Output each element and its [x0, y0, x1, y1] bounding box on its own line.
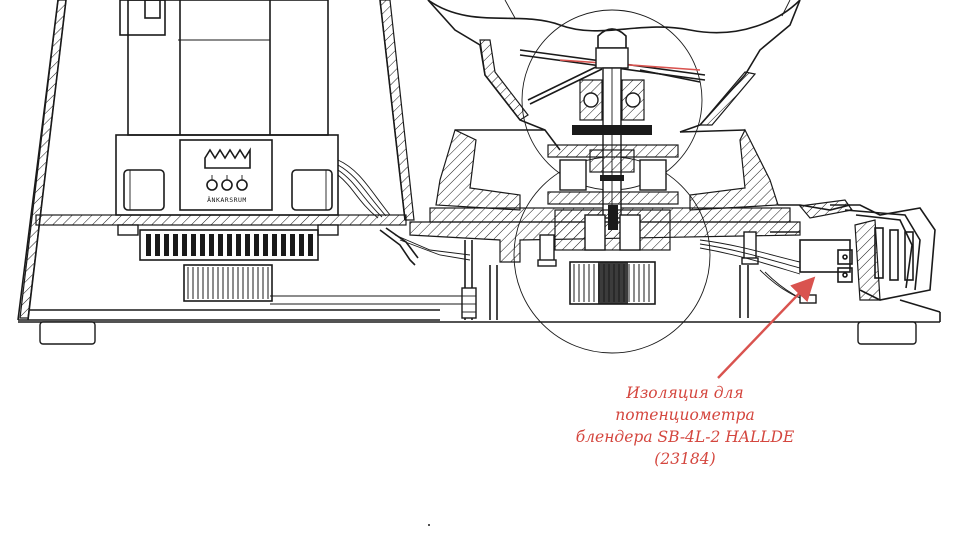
- stray-dot: [428, 524, 430, 526]
- potentiometer-assembly: [699, 199, 936, 304]
- fan-blade: [299, 234, 304, 256]
- fan-blade: [308, 234, 313, 256]
- fan-blade: [254, 234, 259, 256]
- motor: ÄNKARSRUM: [115, 0, 339, 216]
- fan-blade: [236, 234, 241, 256]
- callout-line: потенциометра: [615, 406, 755, 424]
- callout-line: (23184): [654, 450, 716, 468]
- fan-blade: [227, 234, 232, 256]
- callout-line: блендера SB-4L-2 HALLDE: [575, 428, 795, 446]
- fan-blade: [290, 234, 295, 256]
- fan-blade: [173, 234, 178, 256]
- fan-blade: [272, 234, 277, 256]
- fan-blade: [200, 234, 205, 256]
- fan-blade: [209, 234, 214, 256]
- ankarsrum-logo: [204, 147, 251, 191]
- fan-blade: [191, 234, 196, 256]
- callout-label: Изоляция для потенциометра блендера SB-4…: [560, 382, 810, 470]
- callout-arrow: [717, 276, 816, 379]
- motor-mount-plate: [35, 214, 407, 236]
- fan-blade: [164, 234, 169, 256]
- fan-blade: [281, 234, 286, 256]
- motor-label: ÄNKARSRUM: [207, 195, 247, 204]
- base-plate: [18, 295, 941, 345]
- callout-line: Изоляция для: [626, 384, 744, 402]
- central-drive: [409, 0, 801, 354]
- wiring-left: [337, 159, 471, 266]
- fan-blade: [263, 234, 268, 256]
- motor-fan: [139, 229, 319, 302]
- fan-blade: [146, 234, 151, 256]
- fan-blade: [245, 234, 250, 256]
- fan-blade: [218, 234, 223, 256]
- left-housing: [17, 0, 440, 321]
- fan-blade: [182, 234, 187, 256]
- fan-blade: [155, 234, 160, 256]
